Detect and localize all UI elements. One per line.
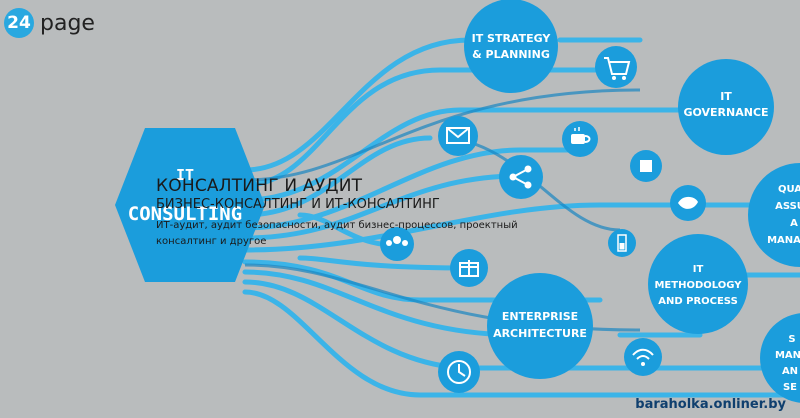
- coffee-icon: [562, 121, 598, 157]
- logo-badge: 24: [4, 8, 34, 38]
- svg-text:MANA: MANA: [767, 235, 800, 246]
- svg-text:QUA: QUA: [778, 184, 800, 195]
- svg-text:AN: AN: [782, 366, 798, 377]
- logo[interactable]: 24 page: [4, 8, 95, 38]
- wifi-icon: [624, 338, 662, 376]
- node-service: S MAN AN SE: [760, 313, 800, 403]
- svg-text:IT: IT: [693, 264, 704, 275]
- headline-title: КОНСАЛТИНГ И АУДИТ: [156, 176, 363, 196]
- node-enterprise: ENTERPRISE ARCHITECTURE: [487, 273, 593, 379]
- center-line2: CONSULTING: [128, 203, 242, 225]
- svg-text:IT: IT: [720, 90, 732, 103]
- users-icon: [380, 227, 414, 261]
- bird-icon: [670, 185, 706, 221]
- gift-icon: [450, 249, 488, 287]
- node-governance: IT GOVERNANCE: [678, 59, 774, 155]
- svg-text:S: S: [788, 334, 795, 345]
- puzzle-icon: [630, 150, 662, 182]
- logo-text: page: [40, 10, 95, 36]
- headline-block: КОНСАЛТИНГ И АУДИТ БИЗНЕС-КОНСАЛТИНГ И И…: [156, 176, 526, 250]
- svg-text:METHODOLOGY: METHODOLOGY: [654, 280, 742, 291]
- center-line1: IT: [176, 166, 194, 184]
- svg-text:A: A: [790, 218, 798, 229]
- clock-icon: [438, 351, 480, 393]
- svg-text:ARCHITECTURE: ARCHITECTURE: [493, 327, 587, 340]
- mail-icon: [438, 116, 478, 156]
- node-methodology: IT METHODOLOGY AND PROCESS: [648, 234, 748, 334]
- svg-text:MAN: MAN: [775, 350, 800, 361]
- battery-icon: [608, 229, 636, 257]
- svg-text:ENTERPRISE: ENTERPRISE: [502, 310, 578, 323]
- svg-text:& PLANNING: & PLANNING: [472, 48, 550, 61]
- node-strategy: IT STRATEGY & PLANNING: [464, 0, 558, 93]
- svg-text:AND PROCESS: AND PROCESS: [658, 296, 738, 307]
- headline-subtitle: БИЗНЕС-КОНСАЛТИНГ И ИТ-КОНСАЛТИНГ: [156, 197, 440, 212]
- connector-lines: [242, 37, 800, 398]
- share-icon: [499, 155, 543, 199]
- cart-icon: [595, 46, 637, 88]
- center-hexagon: IT CONSULTING: [115, 128, 265, 282]
- headline-description: ИТ-аудит, аудит безопасности, аудит бизн…: [156, 220, 518, 247]
- watermark: baraholka.onliner.by: [635, 397, 786, 412]
- node-quality: QUA ASSU A MANA: [748, 163, 800, 267]
- svg-text:GOVERNANCE: GOVERNANCE: [683, 106, 768, 119]
- svg-text:SE: SE: [783, 382, 797, 393]
- svg-text:ASSU: ASSU: [775, 201, 800, 212]
- svg-text:IT STRATEGY: IT STRATEGY: [472, 32, 552, 45]
